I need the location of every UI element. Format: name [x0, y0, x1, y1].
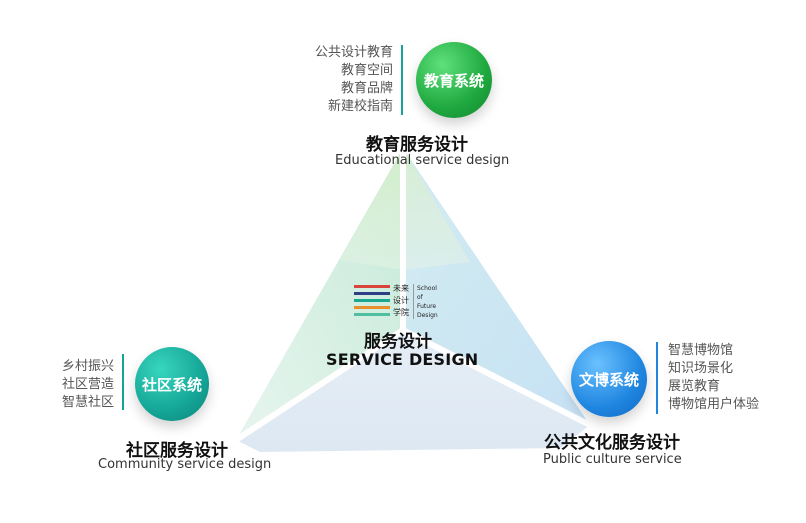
right-item: 知识场景化 [668, 361, 734, 376]
top-items-divider [401, 45, 403, 115]
top-item: 新建校指南 [327, 99, 393, 114]
top-item: 公共设计教育 [314, 45, 393, 60]
community-title-cn: 社区服务设计 [126, 441, 228, 461]
logo-bar [354, 299, 390, 302]
education-system-label: 教育系统 [423, 71, 484, 90]
logo-en-text: School of Future Design [417, 285, 438, 319]
education-title-cn: 教育服务设计 [366, 135, 468, 155]
left-items-list: 乡村振兴 社区营造 智慧社区 [62, 358, 114, 412]
triangle-right-sector [403, 148, 590, 425]
top-items-list: 公共设计教育 教育空间 教育品牌 新建校指南 [315, 44, 393, 116]
right-item: 智慧博物馆 [668, 343, 734, 358]
triangle-bottom-sector [236, 330, 590, 452]
logo-bar [354, 292, 390, 295]
right-item: 博物馆用户体验 [668, 397, 760, 412]
culture-system-label: 文博系统 [578, 370, 639, 389]
top-item: 教育品牌 [340, 81, 393, 96]
education-system-circle: 教育系统 [416, 42, 492, 118]
right-items-list: 智慧博物馆 知识场景化 展览教育 博物馆用户体验 [668, 342, 759, 414]
education-title-en: Educational service design [335, 153, 510, 168]
right-items-divider [656, 342, 658, 414]
left-item: 智慧社区 [61, 395, 114, 410]
logo-divider [413, 284, 414, 319]
community-system-label: 社区系统 [141, 375, 202, 394]
culture-title-cn: 公共文化服务设计 [544, 433, 680, 453]
community-system-circle: 社区系统 [135, 347, 209, 421]
logo-bar [354, 313, 390, 316]
left-item: 乡村振兴 [61, 359, 114, 374]
culture-title-en: Public culture service [543, 452, 682, 467]
service-design-title-en: SERVICE DESIGN [326, 350, 479, 369]
community-title-en: Community service design [98, 457, 272, 472]
logo-cn-text: 未来 设计 学院 [393, 284, 409, 317]
left-item: 社区营造 [61, 377, 114, 392]
divider-left [234, 327, 405, 443]
logo-bar [354, 285, 390, 288]
school-logo: 未来 设计 学院 School of Future Design [354, 284, 446, 320]
divider-right [401, 327, 592, 428]
service-design-title-cn: 服务设计 [364, 332, 432, 352]
left-items-divider [122, 354, 124, 410]
triangle-left-sector [236, 148, 403, 440]
logo-bar [354, 306, 390, 309]
right-item: 展览教育 [668, 379, 721, 394]
culture-system-circle: 文博系统 [571, 341, 647, 417]
top-item: 教育空间 [340, 63, 393, 78]
